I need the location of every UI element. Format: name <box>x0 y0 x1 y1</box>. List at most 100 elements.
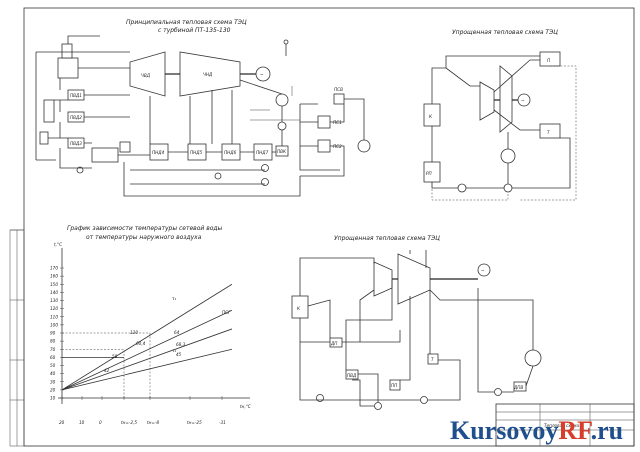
graph-title-line2: от температуры наружного воздуха <box>86 234 202 241</box>
network-heater-2 <box>317 139 331 153</box>
scheme3-lp-heater-label: Т <box>431 357 434 362</box>
scheme1-aux-lines <box>250 86 300 121</box>
scheme3-pp <box>389 379 401 391</box>
chart-ticks: 1020304050607080901001101201301401501601… <box>50 266 226 426</box>
watermark-accent: RF <box>558 416 592 445</box>
scheme1-piping <box>36 78 365 197</box>
chart-annotation: 68,3 <box>176 342 186 347</box>
chart-x-tick-label: 10 <box>79 420 85 425</box>
scheme1-title-line1: Принципиальная тепловая схема ТЭЦ <box>126 19 247 26</box>
chart-series-line <box>61 283 233 391</box>
scheme3-turbine-hp <box>373 261 393 297</box>
chart-series <box>61 283 233 391</box>
generator-icon <box>255 66 271 82</box>
chart-x-tick-label: -31 <box>219 420 226 425</box>
chart-ylabel: t,°C <box>54 242 62 247</box>
hp-heater-1-label: ПВД1 <box>70 93 82 98</box>
turbine-lp <box>179 51 241 97</box>
scheme2-title: Упрощенная тепловая схема ТЭЦ <box>452 29 558 36</box>
scheme3-pump-icon <box>420 396 428 404</box>
chart-x-tick-label: tн=-25 <box>187 420 202 425</box>
chart-y-tick-label: 20 <box>50 387 56 392</box>
hp-heater-2-label: ПВД2 <box>70 115 82 120</box>
chart-annotation: 60,4 <box>136 341 146 346</box>
scheme3-lp-heater <box>427 353 439 365</box>
scheme2-consumer-p-label: П <box>547 58 551 63</box>
scheme2-consumer-t-label: Т <box>547 130 550 135</box>
chart-y-tick-label: 80 <box>50 339 56 344</box>
scheme3-boiler-k <box>291 295 309 319</box>
chart-x-tick-label: 0 <box>99 420 102 425</box>
title-block-frame <box>495 403 635 447</box>
chart-y-tick-label: 30 <box>50 379 56 384</box>
scheme2-boiler-k-label: К <box>429 114 433 119</box>
chart-y-tick-label: 40 <box>50 371 56 376</box>
valve-box <box>39 131 49 145</box>
chart-y-tick-label: 100 <box>50 322 58 327</box>
network-heater-psv-label: ПСВ <box>334 87 343 92</box>
chart-x-tick-label: tн=-2,5 <box>121 420 137 425</box>
chart-y-tick-label: 130 <box>50 298 58 303</box>
chart-series-line <box>61 309 233 391</box>
chart-axes <box>58 248 250 404</box>
chart-annotation: 42 <box>104 368 110 373</box>
chart-y-tick-label: 70 <box>50 347 56 352</box>
pump-icon <box>214 172 222 180</box>
pump-icon <box>261 178 269 186</box>
chart-y-tick-label: 90 <box>50 331 56 336</box>
scheme3-boiler-k-label: К <box>297 306 301 311</box>
chart-y-tick-label: 170 <box>50 266 58 271</box>
chart-x-tick-label: tн=-8 <box>147 420 159 425</box>
lp-heater-4-label: ПНД4 <box>152 150 165 155</box>
valve-icon <box>283 39 289 45</box>
scheme1-principal: Принципиальная тепловая схема ТЭЦ с турб… <box>35 19 371 197</box>
chart-xlabel: tн,°C <box>240 404 251 409</box>
pump-icon <box>277 121 287 131</box>
scheme3-pump-icon <box>374 402 382 410</box>
consumer-icon <box>357 139 371 153</box>
turbine-lp-label: ЧНД <box>203 72 213 77</box>
lp-heater-6-label: ПНД6 <box>224 150 237 155</box>
scheme3-deaerator-label: ДП <box>330 341 338 346</box>
chart-annotation: 64 <box>174 330 180 335</box>
scheme3-dpv-label: ДПВ <box>513 385 523 390</box>
chart-y-tick-label: 10 <box>50 396 56 401</box>
chart-y-tick-label: 150 <box>50 282 58 287</box>
network-heater-psv <box>333 93 345 105</box>
turbine-hp-label: ЧВД <box>141 73 151 78</box>
scheme3-pump-icon <box>494 388 502 396</box>
network-heater-1-label: ПС1 <box>333 120 342 125</box>
drum <box>61 43 73 59</box>
scheme3-dpv <box>513 381 527 392</box>
scheme2-generator-icon <box>517 93 531 107</box>
scheme3-title: Упрощенная тепловая схема ТЭЦ <box>334 235 440 242</box>
lp-heater-5-label: ПНД5 <box>190 150 203 155</box>
network-heater-2-label: ПС2 <box>333 144 342 149</box>
scheme2-return-lines <box>431 65 577 201</box>
chart-series-line <box>61 328 233 391</box>
chart-y-tick-label: 50 <box>50 363 56 368</box>
scheme3-hp-heater <box>345 369 359 380</box>
boiler <box>57 57 79 79</box>
title-block-label: Тепловая схема <box>544 423 580 428</box>
watermark-logo: KursovoyRF.ru <box>450 416 623 445</box>
network-heater-1 <box>317 115 331 129</box>
watermark-suffix: .ru <box>591 416 624 445</box>
steam-lines <box>35 35 130 160</box>
scheme3-condenser-icon <box>524 349 542 367</box>
scheme2-pump-icon <box>503 183 513 193</box>
chart-y-tick-label: 110 <box>50 314 58 319</box>
turbine-hp <box>129 51 166 97</box>
chart-y-tick-label: 120 <box>50 306 58 311</box>
condenser-icon <box>275 93 289 107</box>
deaerator <box>91 147 119 163</box>
scheme3-generator-symbol: ~ <box>481 268 485 273</box>
chart-series-label-t1: τ₁ <box>172 296 177 301</box>
deaerator-head <box>119 141 131 153</box>
chart-annotation: 50 <box>112 354 118 359</box>
chart-annotation: 130 <box>130 330 138 335</box>
lp-heater-7-label: ПНД7 <box>256 150 269 155</box>
scheme3-pp-label: ПП <box>391 383 398 388</box>
